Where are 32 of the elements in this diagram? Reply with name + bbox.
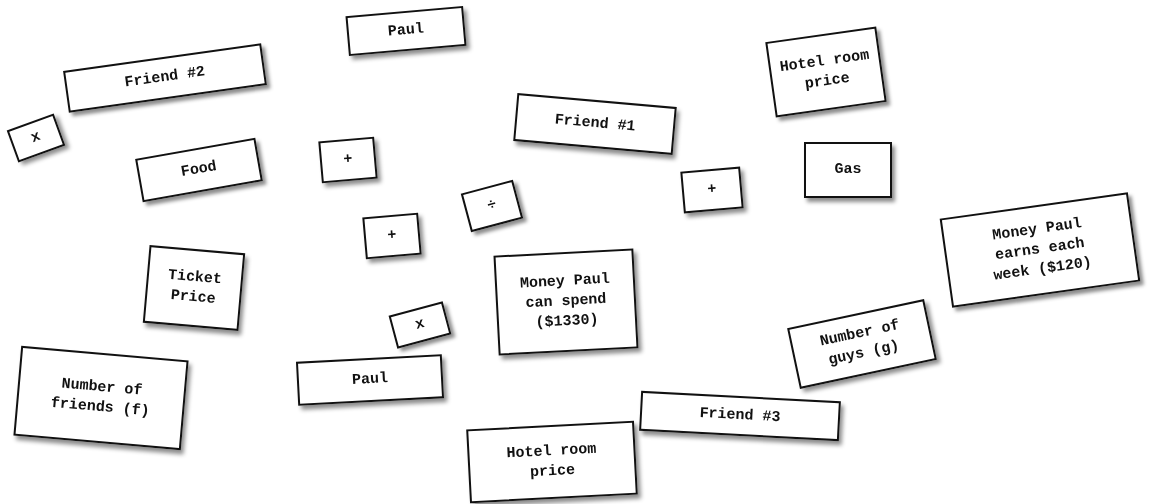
card-label: x: [28, 126, 44, 149]
card-label: Ticket Price: [166, 265, 224, 310]
card-label: Money Paul can spend ($1330): [518, 269, 612, 334]
paper-card: [318, 136, 378, 184]
paper-card: [493, 248, 639, 356]
paper-card: [142, 244, 246, 332]
paper-card: [804, 142, 892, 198]
card-label: Hotel room price: [777, 45, 872, 95]
paper-card: [295, 354, 445, 406]
card-label: Friend #3: [699, 403, 781, 428]
card-label: Number of friends (f): [49, 374, 152, 423]
card-label: x: [413, 314, 427, 336]
paper-card: [639, 390, 841, 442]
card-label: Hotel room price: [505, 439, 598, 484]
card-label: Gas: [834, 159, 862, 180]
card-label: +: [342, 149, 354, 171]
paper-card: [13, 345, 189, 451]
card-label: Paul: [351, 368, 389, 391]
card-label: Number of guys (g): [817, 315, 903, 372]
card-label: Money Paul earns each week ($120): [990, 213, 1094, 287]
card-label: Friend #1: [553, 110, 637, 138]
card-label: +: [706, 179, 718, 201]
card-label: Friend #2: [123, 62, 207, 94]
paper-card: [345, 5, 467, 57]
card-label: Food: [179, 156, 219, 183]
paper-card: [680, 166, 744, 214]
paper-card: [362, 212, 422, 260]
paper-card: [466, 420, 638, 504]
card-label: +: [386, 225, 398, 247]
paper-card: [513, 93, 677, 155]
card-label: ÷: [485, 195, 499, 217]
card-label: Paul: [387, 19, 425, 43]
